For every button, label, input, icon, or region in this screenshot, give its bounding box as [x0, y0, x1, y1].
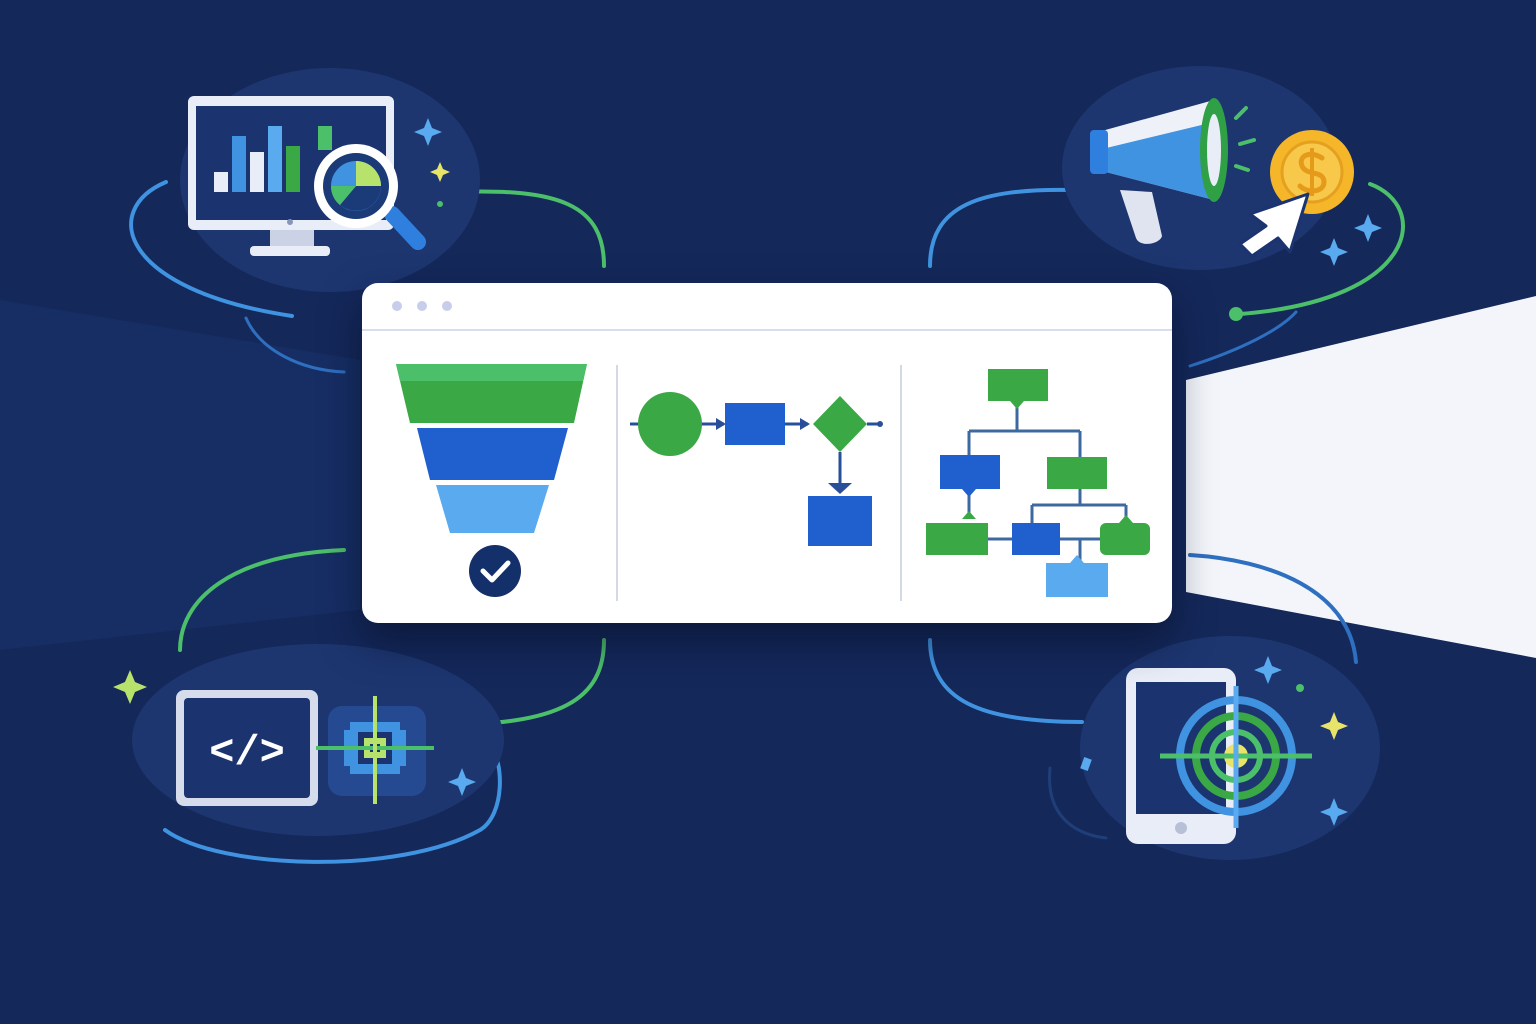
sparkle-icon	[1254, 656, 1282, 684]
code-symbol: </>	[209, 729, 285, 777]
megaphone-icon	[1090, 98, 1228, 244]
coin-icon	[1270, 130, 1354, 214]
sparkle-icon	[448, 768, 476, 796]
sparkle-icon	[414, 118, 442, 146]
connector-bottom-right	[928, 553, 1358, 840]
target-icon	[1160, 686, 1312, 828]
sparkle-icon	[1320, 798, 1348, 826]
sparkle-dot	[1296, 684, 1304, 692]
magnifier-icon	[314, 144, 426, 250]
sparkle-icon	[430, 162, 450, 182]
sparkle-icon	[113, 670, 147, 704]
connector-top-left	[129, 180, 606, 374]
cursor-icon	[1238, 192, 1310, 258]
sparkle-dot	[1080, 756, 1092, 772]
sparkle-icon	[1320, 712, 1348, 740]
bar-chart-icon	[214, 126, 332, 192]
crosshair-icon	[1160, 686, 1312, 828]
diagram-panels	[396, 364, 1150, 597]
panel-divider	[900, 365, 902, 601]
sparkle-dot	[437, 201, 443, 207]
process-flow-icon	[630, 392, 883, 546]
sparkle-icon	[1354, 214, 1382, 242]
code-window-icon: </>	[176, 690, 318, 806]
diagram-window	[362, 283, 1172, 623]
window-title-bar	[362, 283, 1172, 331]
funnel-diagram-icon	[396, 364, 587, 597]
connector-top-right	[928, 182, 1405, 368]
window-dot[interactable]	[392, 301, 402, 311]
pie-chart-icon	[331, 161, 381, 211]
decision-diamond-icon	[813, 396, 867, 452]
window-dot[interactable]	[417, 301, 427, 311]
sparkle-icon	[1320, 238, 1348, 266]
panel-divider	[616, 365, 618, 601]
check-icon	[469, 545, 521, 597]
settings-gear-icon	[316, 696, 434, 804]
window-dot[interactable]	[442, 301, 452, 311]
